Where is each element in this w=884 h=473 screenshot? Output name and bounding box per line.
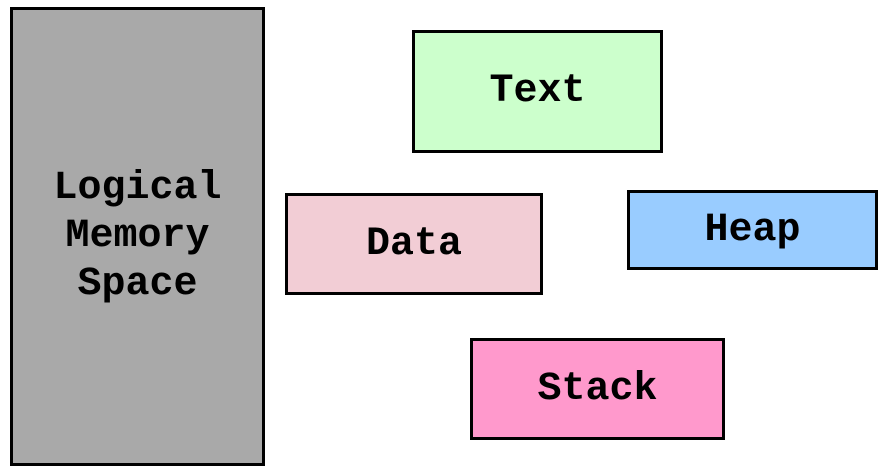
heap-segment-label: Heap [704,207,801,253]
label-line-2: Memory [65,213,210,259]
logical-memory-space-label: Logical Memory Space [53,165,221,309]
data-segment-box: Data [285,193,543,295]
logical-memory-space-box: Logical Memory Space [10,7,265,466]
data-segment-label: Data [365,221,462,267]
label-line-1: Logical [53,165,222,211]
text-segment-label: Text [489,69,586,114]
label-line-3: Space [77,261,198,307]
heap-segment-box: Heap [627,190,878,270]
stack-segment-label: Stack [537,366,658,412]
stack-segment-box: Stack [470,338,725,440]
text-segment-box: Text [412,30,663,153]
